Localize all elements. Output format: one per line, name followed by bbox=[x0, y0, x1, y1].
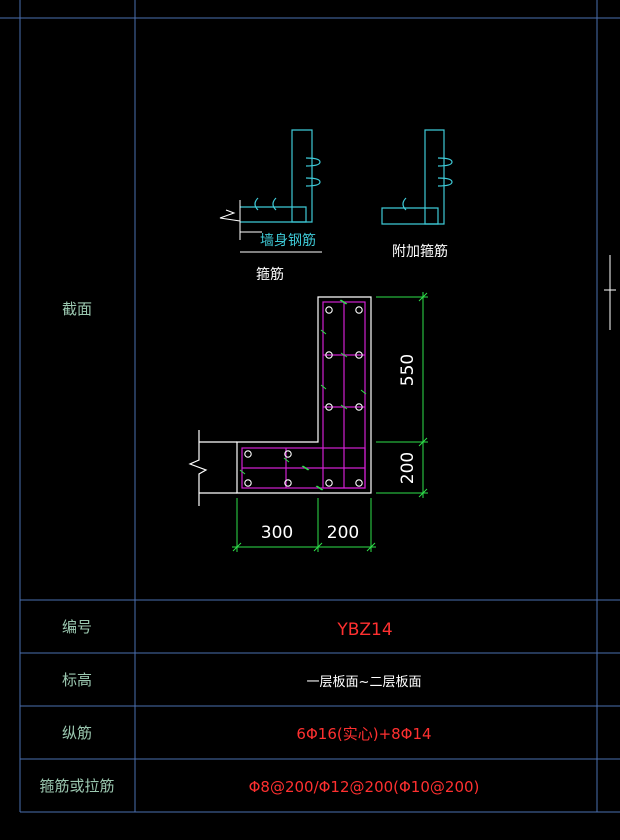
row-label-stirrup: 箍筋或拉筋 bbox=[39, 777, 114, 795]
dim-horizontal-left: 300 bbox=[261, 523, 293, 543]
dim-horizontal-right: 200 bbox=[327, 523, 359, 543]
row-label-section: 截面 bbox=[62, 300, 92, 318]
stirrup-detail-left bbox=[219, 129, 322, 253]
dim-vertical-top: 550 bbox=[398, 354, 418, 386]
section-stirrups bbox=[241, 301, 366, 489]
table-grid bbox=[0, 0, 620, 813]
wall-rebar-label: 墙身钢筋 bbox=[260, 232, 316, 249]
row-label-longitudinal: 纵筋 bbox=[62, 724, 92, 742]
additional-stirrup-caption: 附加箍筋 bbox=[392, 243, 448, 260]
row-label-code: 编号 bbox=[62, 618, 92, 636]
stirrup-detail-right bbox=[381, 129, 453, 225]
dim-vertical-bottom: 200 bbox=[398, 452, 418, 484]
value-elevation: 一层板面~二层板面 bbox=[307, 675, 422, 690]
section-tick-marks bbox=[239, 299, 367, 491]
l-section-outline bbox=[188, 296, 372, 506]
dimension-lines bbox=[232, 292, 428, 552]
value-stirrup: Φ8@200/Φ12@200(Φ10@200) bbox=[249, 778, 480, 796]
right-edge-mark bbox=[604, 255, 616, 330]
value-code: YBZ14 bbox=[336, 620, 392, 640]
row-label-elevation: 标高 bbox=[62, 671, 92, 689]
stirrup-caption-left: 箍筋 bbox=[256, 266, 284, 283]
value-longitudinal: 6Φ16(实心)+8Φ14 bbox=[296, 725, 431, 743]
section-rebars bbox=[244, 306, 363, 487]
